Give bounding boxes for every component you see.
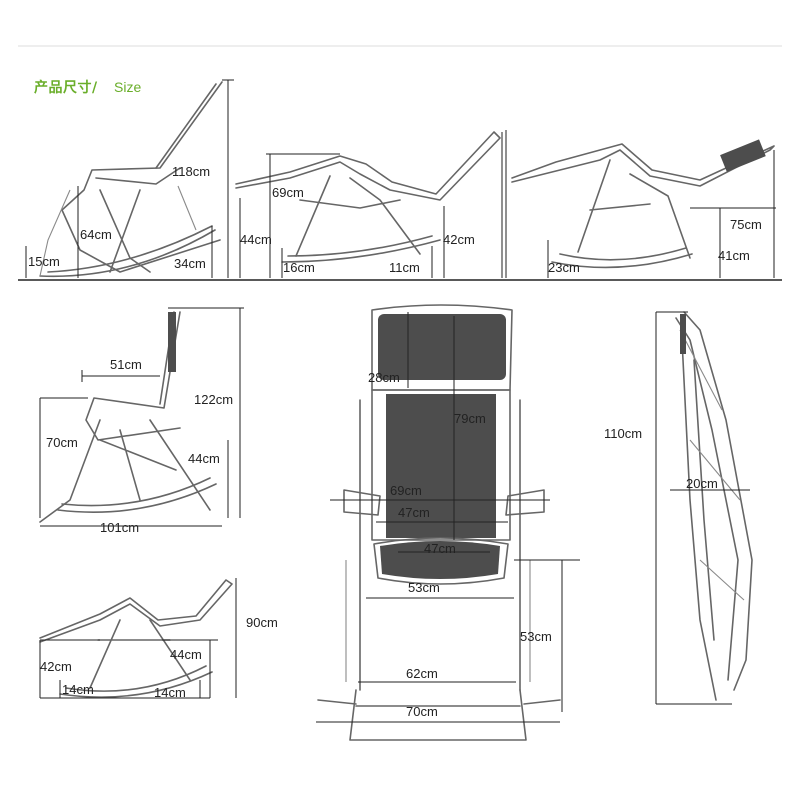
chair-outline (371, 389, 511, 541)
dim-label: 47cm (424, 541, 456, 556)
dim-label: 15cm (28, 254, 60, 269)
dim-label: 42cm (443, 232, 475, 247)
dim-label: 110cm (604, 426, 642, 441)
dim-label: 14cm (62, 682, 94, 697)
dim-label: 53cm (520, 629, 552, 644)
view-side-flat: 89cm 75cm 41cm 23cm (505, 130, 776, 278)
chair-outline (551, 247, 693, 269)
chair-outline (511, 143, 775, 187)
dim-label: 64cm (80, 227, 112, 242)
dim-label: 47cm (398, 505, 430, 520)
chair-outline (345, 560, 531, 682)
dim-label: 51cm (110, 357, 142, 372)
dim-label: 16cm (283, 260, 315, 275)
chair-outline (378, 314, 506, 380)
dim-label: 101cm (100, 520, 139, 535)
chair-outline (343, 489, 545, 516)
view-front: 28cm 79cm 69cm 47cm 47cm 53cm 53cm 62cm … (316, 304, 580, 741)
dim-label: 70cm (46, 435, 78, 450)
dim-label: 41cm (718, 248, 750, 263)
chair-outline (61, 81, 223, 273)
dim-label: 90cm (246, 615, 278, 630)
dim-label: 23cm (548, 260, 580, 275)
chair-outline (39, 419, 211, 523)
dim-label: 70cm (406, 704, 438, 719)
chair-outline (295, 175, 421, 257)
chair-outline (359, 399, 521, 691)
dim-label: 53cm (408, 580, 440, 595)
chair-outline (57, 477, 217, 513)
chair-outline (317, 699, 561, 705)
chair-outline (373, 537, 509, 585)
chair-outline (680, 314, 686, 354)
section-subtitle: Size (114, 79, 142, 95)
dim-label: 79cm (454, 411, 486, 426)
chair-outline (168, 312, 176, 372)
chair-outline (349, 689, 527, 741)
dim-label: 62cm (406, 666, 438, 681)
view-folded: 110cm 20cm (604, 311, 753, 705)
dim-label: 20cm (686, 476, 718, 491)
dim-label: 34cm (174, 256, 206, 271)
chair-outline (59, 665, 213, 698)
view-side-reclined: 69cm 44cm 42cm 16cm 11cm (235, 131, 503, 278)
dim-label: 28cm (368, 370, 400, 385)
dim-label: 44cm (240, 232, 272, 247)
dim-label: 69cm (390, 483, 422, 498)
dim-label: 42cm (40, 659, 72, 674)
chair-outline (720, 139, 766, 172)
view-side-upright: 118cm 64cm 15cm 34cm (25, 79, 234, 278)
dim-label: 122cm (194, 392, 233, 407)
dim-label: 75cm (730, 217, 762, 232)
view-side-dims: 51cm 122cm 70cm 44cm 101cm (39, 307, 244, 535)
chair-outline (89, 619, 191, 689)
chair-outline (39, 579, 233, 643)
dim-label: 69cm (272, 185, 304, 200)
chair-outline (681, 339, 717, 701)
dim-label: 11cm (389, 260, 420, 275)
chair-outline (39, 185, 197, 277)
view-side-lowest: 90cm 42cm 44cm 14cm 14cm (39, 578, 278, 700)
chair-outline (95, 83, 217, 273)
chair-outline (371, 304, 513, 391)
dim-label: 44cm (188, 451, 220, 466)
dim-label: 14cm (154, 685, 186, 700)
chair-outline (577, 159, 691, 259)
chair-outline (235, 131, 501, 201)
chair-outline (281, 235, 441, 263)
dim-label: 118cm (172, 164, 210, 179)
dim-label: 44cm (170, 647, 202, 662)
chair-outline (380, 541, 500, 579)
section-title: 产品尺寸/ (34, 80, 98, 96)
chair-outline (386, 394, 496, 538)
chair-outline (39, 225, 216, 278)
